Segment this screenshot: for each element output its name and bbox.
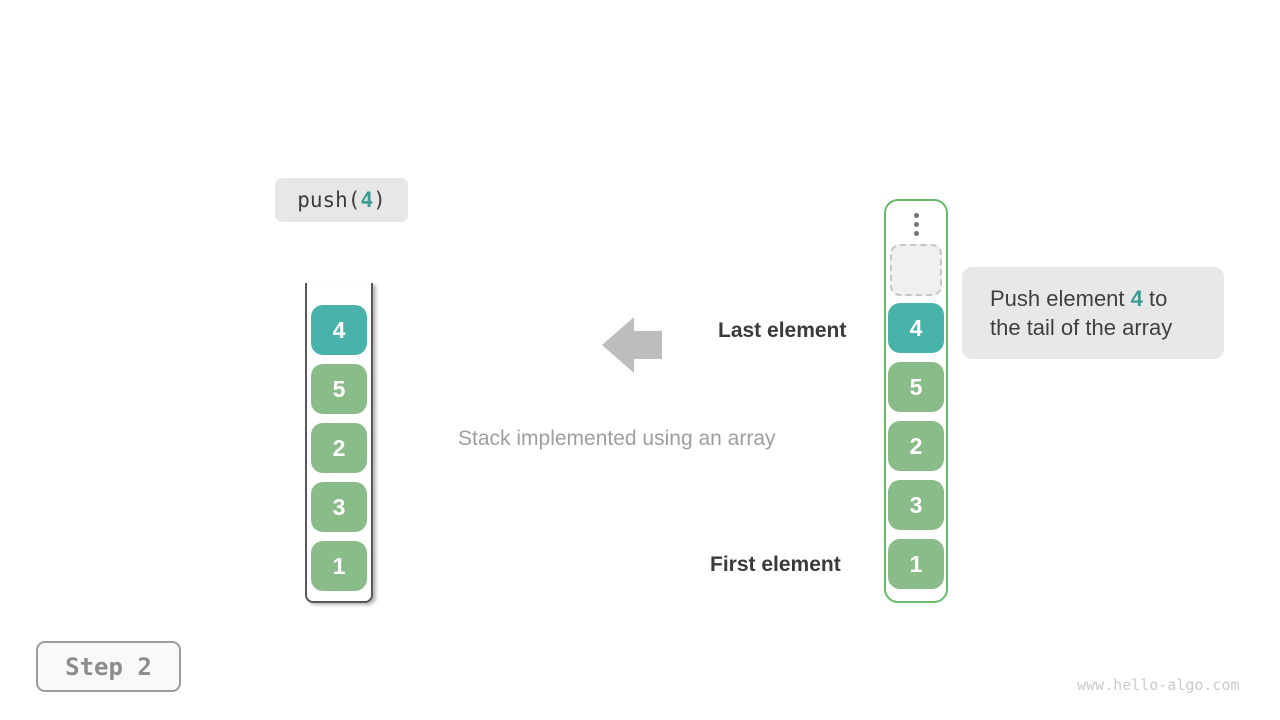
- callout-text: to: [1142, 286, 1168, 311]
- step-badge: Step 2: [36, 641, 181, 692]
- first-element-label: First element: [710, 553, 841, 576]
- diagram-caption: Stack implemented using an array: [458, 427, 776, 450]
- push-call-arg: 4: [360, 188, 374, 212]
- ellipsis-dot: [913, 222, 919, 227]
- callout-text: Push element: [990, 286, 1131, 311]
- array-cell: 3: [888, 480, 944, 530]
- step-badge-label: Step 2: [65, 652, 152, 681]
- callout-line-1: Push element 4 to: [990, 284, 1224, 313]
- stack-cell: 5: [311, 364, 367, 414]
- stack-cell: 2: [311, 423, 367, 473]
- push-call-prefix: push(: [297, 188, 361, 212]
- array-cell: 1: [888, 539, 944, 589]
- array-cell: 5: [888, 362, 944, 412]
- vertical-ellipsis-icon: [913, 213, 919, 236]
- array-cell: 4: [888, 303, 944, 353]
- callout-value: 4: [1130, 286, 1143, 311]
- left-arrow-icon: [602, 317, 662, 373]
- empty-array-slot: [890, 244, 942, 296]
- watermark: www.hello-algo.com: [1077, 676, 1240, 694]
- push-explanation-callout: Push element 4 to the tail of the array: [962, 267, 1224, 359]
- ellipsis-dot: [913, 213, 919, 218]
- callout-line-2: the tail of the array: [990, 315, 1173, 340]
- last-element-label: Last element: [718, 319, 847, 342]
- stack-cell: 3: [311, 482, 367, 532]
- stack-container: 4 5 2 3 1: [305, 283, 373, 603]
- ellipsis-dot: [913, 231, 919, 236]
- array-container: 4 5 2 3 1: [884, 199, 948, 603]
- stack-cell: 4: [311, 305, 367, 355]
- push-call-badge: push(4): [275, 178, 408, 222]
- push-call-suffix: ): [373, 188, 386, 212]
- stack-cell: 1: [311, 541, 367, 591]
- array-cell: 2: [888, 421, 944, 471]
